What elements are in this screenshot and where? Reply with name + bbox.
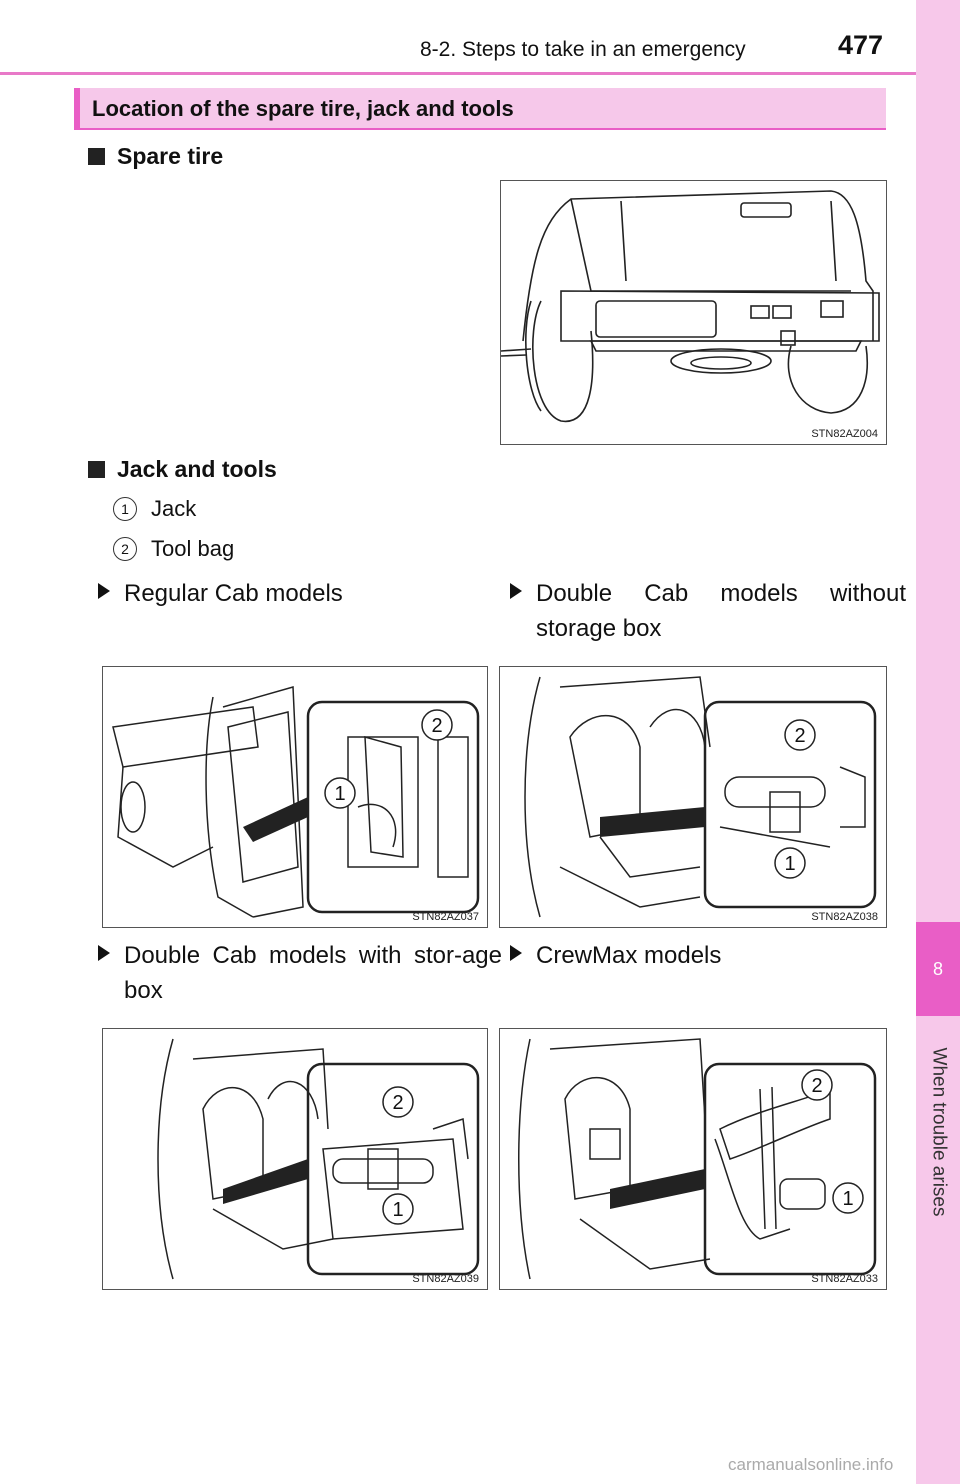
variant-label-text: Double Cab models without storage box (536, 580, 906, 642)
section-title: Location of the spare tire, jack and too… (92, 96, 514, 121)
spare-tire-heading-text: Spare tire (117, 143, 224, 169)
legend-item-tool-bag: 2 Tool bag (113, 536, 234, 562)
section-reference: 8-2. Steps to take in an emergency (420, 38, 746, 61)
figure-code: STN82AZ038 (811, 911, 878, 923)
callout-2: 2 (392, 1092, 403, 1114)
figure-code: STN82AZ033 (811, 1273, 878, 1285)
variant-label-text: CrewMax models (536, 942, 722, 969)
callout-2: 2 (431, 715, 442, 737)
variant-label-crewmax: CrewMax models (510, 938, 880, 973)
crewmax-illustration: 2 1 (518, 1038, 877, 1280)
double-cab-no-box-figure: 2 1 STN82AZ038 (499, 666, 887, 928)
figure-code: STN82AZ004 (811, 428, 878, 440)
callout-2: 2 (794, 725, 805, 747)
jack-tools-heading-text: Jack and tools (117, 456, 277, 482)
variant-label-double-cab-no-box: Double Cab models without storage box (510, 576, 906, 646)
triangle-bullet-icon (510, 583, 522, 599)
callout-2: 2 (811, 1075, 822, 1097)
legend-item-jack: 1 Jack (113, 496, 196, 522)
triangle-bullet-icon (98, 583, 110, 599)
chapter-number-tab[interactable]: 8 (916, 922, 960, 1016)
figure-code: STN82AZ039 (412, 1273, 479, 1285)
chapter-title: When trouble arises (928, 1047, 949, 1217)
variant-label-text: Regular Cab models (124, 580, 343, 607)
section-title-bar (74, 88, 886, 130)
header-rule (0, 72, 916, 75)
callout-1: 1 (842, 1188, 853, 1210)
chapter-number: 8 (932, 958, 943, 979)
legend-label: Jack (151, 496, 197, 521)
triangle-bullet-icon (510, 945, 522, 961)
spare-tire-heading: Spare tire (88, 143, 223, 170)
callout-1: 1 (784, 853, 795, 875)
square-bullet-icon (88, 148, 105, 165)
callout-1: 1 (392, 1199, 403, 1221)
jack-tools-heading: Jack and tools (88, 456, 277, 483)
callout-number-icon: 1 (113, 497, 137, 521)
spare-tire-figure: STN82AZ004 (500, 180, 887, 445)
regular-cab-illustration: 2 1 (112, 686, 480, 918)
variant-label-double-cab-box: Double Cab models with stor-age box (98, 938, 502, 1008)
legend-label: Tool bag (151, 536, 235, 561)
page-number: 477 (838, 30, 884, 60)
crewmax-figure: 2 1 STN82AZ033 (499, 1028, 887, 1290)
triangle-bullet-icon (98, 945, 110, 961)
chapter-title-tab[interactable]: When trouble arises (918, 1022, 958, 1242)
variant-label-regular-cab: Regular Cab models (98, 576, 478, 611)
truck-rear-illustration (501, 190, 880, 423)
double-cab-no-box-illustration: 2 1 (524, 676, 877, 918)
callout-number-icon: 2 (113, 537, 137, 561)
callout-1: 1 (334, 783, 345, 805)
watermark: carmanualsonline.info (728, 1455, 894, 1474)
variant-label-text: Double Cab models with stor-age box (124, 942, 502, 1004)
regular-cab-figure: 2 1 STN82AZ037 (102, 666, 488, 928)
side-tab (916, 0, 960, 1484)
double-cab-box-illustration: 2 1 (157, 1038, 480, 1280)
double-cab-box-figure: 2 1 STN82AZ039 (102, 1028, 488, 1290)
square-bullet-icon (88, 461, 105, 478)
figure-code: STN82AZ037 (412, 911, 479, 923)
